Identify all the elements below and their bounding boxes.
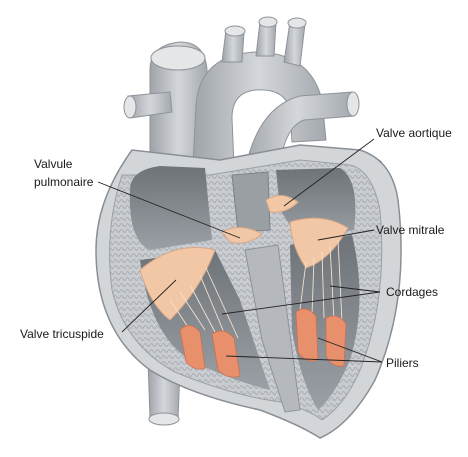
aortic-root bbox=[231, 171, 271, 233]
right-atrium bbox=[129, 166, 212, 250]
leader-valve-tricuspide bbox=[121, 279, 177, 333]
leader-piliers-a bbox=[225, 355, 383, 363]
leader-valve-aortique bbox=[283, 138, 375, 207]
label-piliers: Piliers bbox=[386, 356, 419, 370]
label-valve-aortique: Valve aortique bbox=[376, 126, 452, 140]
valve-tricuspid bbox=[139, 247, 216, 321]
leader-cordages-a bbox=[221, 291, 381, 315]
valve-pulmonary bbox=[221, 227, 263, 244]
leader-lines bbox=[97, 138, 383, 363]
label-cordages: Cordages bbox=[386, 285, 438, 299]
valve-aortic bbox=[265, 195, 299, 213]
label-valve-mitrale: Valve mitrale bbox=[376, 223, 445, 237]
leader-cordages-b bbox=[329, 285, 381, 293]
papillary-muscles bbox=[179, 308, 347, 378]
interventricular-septum bbox=[244, 244, 301, 413]
label-valve-tricuspide: Valve tricuspide bbox=[20, 327, 104, 341]
leader-valve-mitrale bbox=[317, 229, 375, 241]
chordae-tendineae bbox=[169, 239, 343, 339]
left-subclavian-artery bbox=[283, 21, 306, 67]
label-valvule-pulmonaire-2: pulmonaire bbox=[34, 175, 94, 189]
label-valvule-pulmonaire-1: Valvule bbox=[34, 157, 73, 171]
leader-valvule-pulmonaire bbox=[97, 181, 241, 239]
leader-piliers-b bbox=[317, 337, 383, 363]
valve-mitral bbox=[289, 217, 349, 269]
